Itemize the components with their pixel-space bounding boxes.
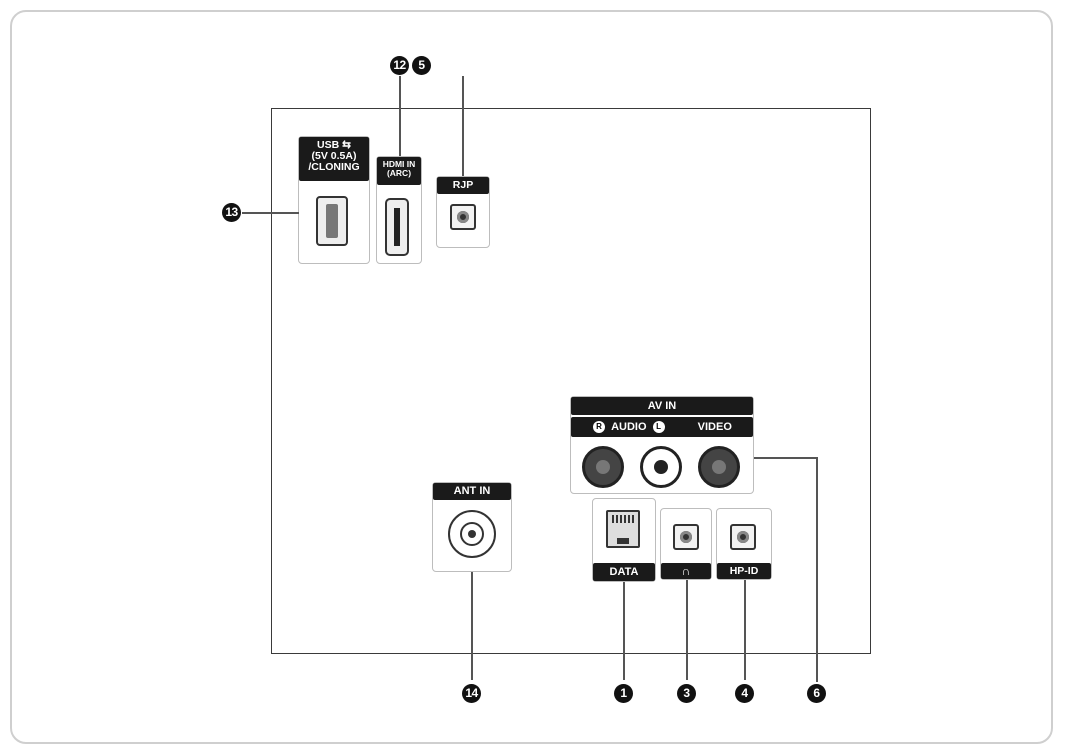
- av-in-sublabel: R AUDIO L VIDEO: [571, 417, 753, 437]
- audio-r-badge: R: [593, 421, 605, 434]
- leader-line-12: [399, 76, 401, 158]
- audio-l-jack[interactable]: [640, 446, 682, 488]
- callout-6: 6: [807, 684, 826, 703]
- headphone-jack[interactable]: [673, 524, 699, 550]
- leader-line-14: [471, 572, 473, 680]
- usb-label-line: USB ⇆: [317, 139, 351, 151]
- video-label: VIDEO: [697, 421, 732, 433]
- usb-label-line: /CLONING: [308, 161, 360, 174]
- callout-1: 1: [614, 684, 633, 703]
- ant-in-jack[interactable]: [448, 510, 496, 558]
- callout-3: 3: [677, 684, 696, 703]
- hp-id-jack[interactable]: [730, 524, 756, 550]
- usb-socket[interactable]: [316, 196, 348, 246]
- callout-13: 13: [222, 203, 241, 222]
- leader-line-6-v: [816, 457, 818, 682]
- leader-line-4: [744, 580, 746, 680]
- hp-id-label: HP-ID: [717, 563, 771, 579]
- usb-label: USB ⇆ (5V 0.5A) /CLONING: [299, 137, 369, 181]
- rjp-jack[interactable]: [450, 204, 476, 230]
- hdmi-label: HDMI IN (ARC): [377, 157, 421, 185]
- ant-in-label: ANT IN: [433, 483, 511, 500]
- data-label: DATA: [593, 563, 655, 581]
- hdmi-label-line: (ARC): [386, 167, 412, 178]
- callout-4: 4: [735, 684, 754, 703]
- leader-line-3: [686, 580, 688, 680]
- audio-r-jack[interactable]: [582, 446, 624, 488]
- callout-14: 14: [462, 684, 481, 703]
- rjp-label: RJP: [437, 177, 489, 194]
- callout-5: 5: [412, 56, 431, 75]
- leader-line-1: [623, 582, 625, 680]
- data-rj45-socket[interactable]: [606, 510, 640, 548]
- audio-l-badge: L: [652, 421, 665, 434]
- leader-line-6-h: [754, 457, 817, 459]
- leader-line-13: [242, 212, 299, 214]
- hdmi-label-line: HDMI IN: [382, 159, 416, 169]
- callout-12: 12: [390, 56, 409, 75]
- leader-line-5: [462, 76, 464, 176]
- video-jack[interactable]: [698, 446, 740, 488]
- headphone-icon: ∩: [661, 563, 711, 579]
- hdmi-socket[interactable]: [385, 198, 409, 256]
- usb-label-line: (5V 0.5A): [311, 150, 357, 163]
- audio-label: AUDIO: [611, 421, 647, 433]
- av-in-label: AV IN: [571, 397, 753, 415]
